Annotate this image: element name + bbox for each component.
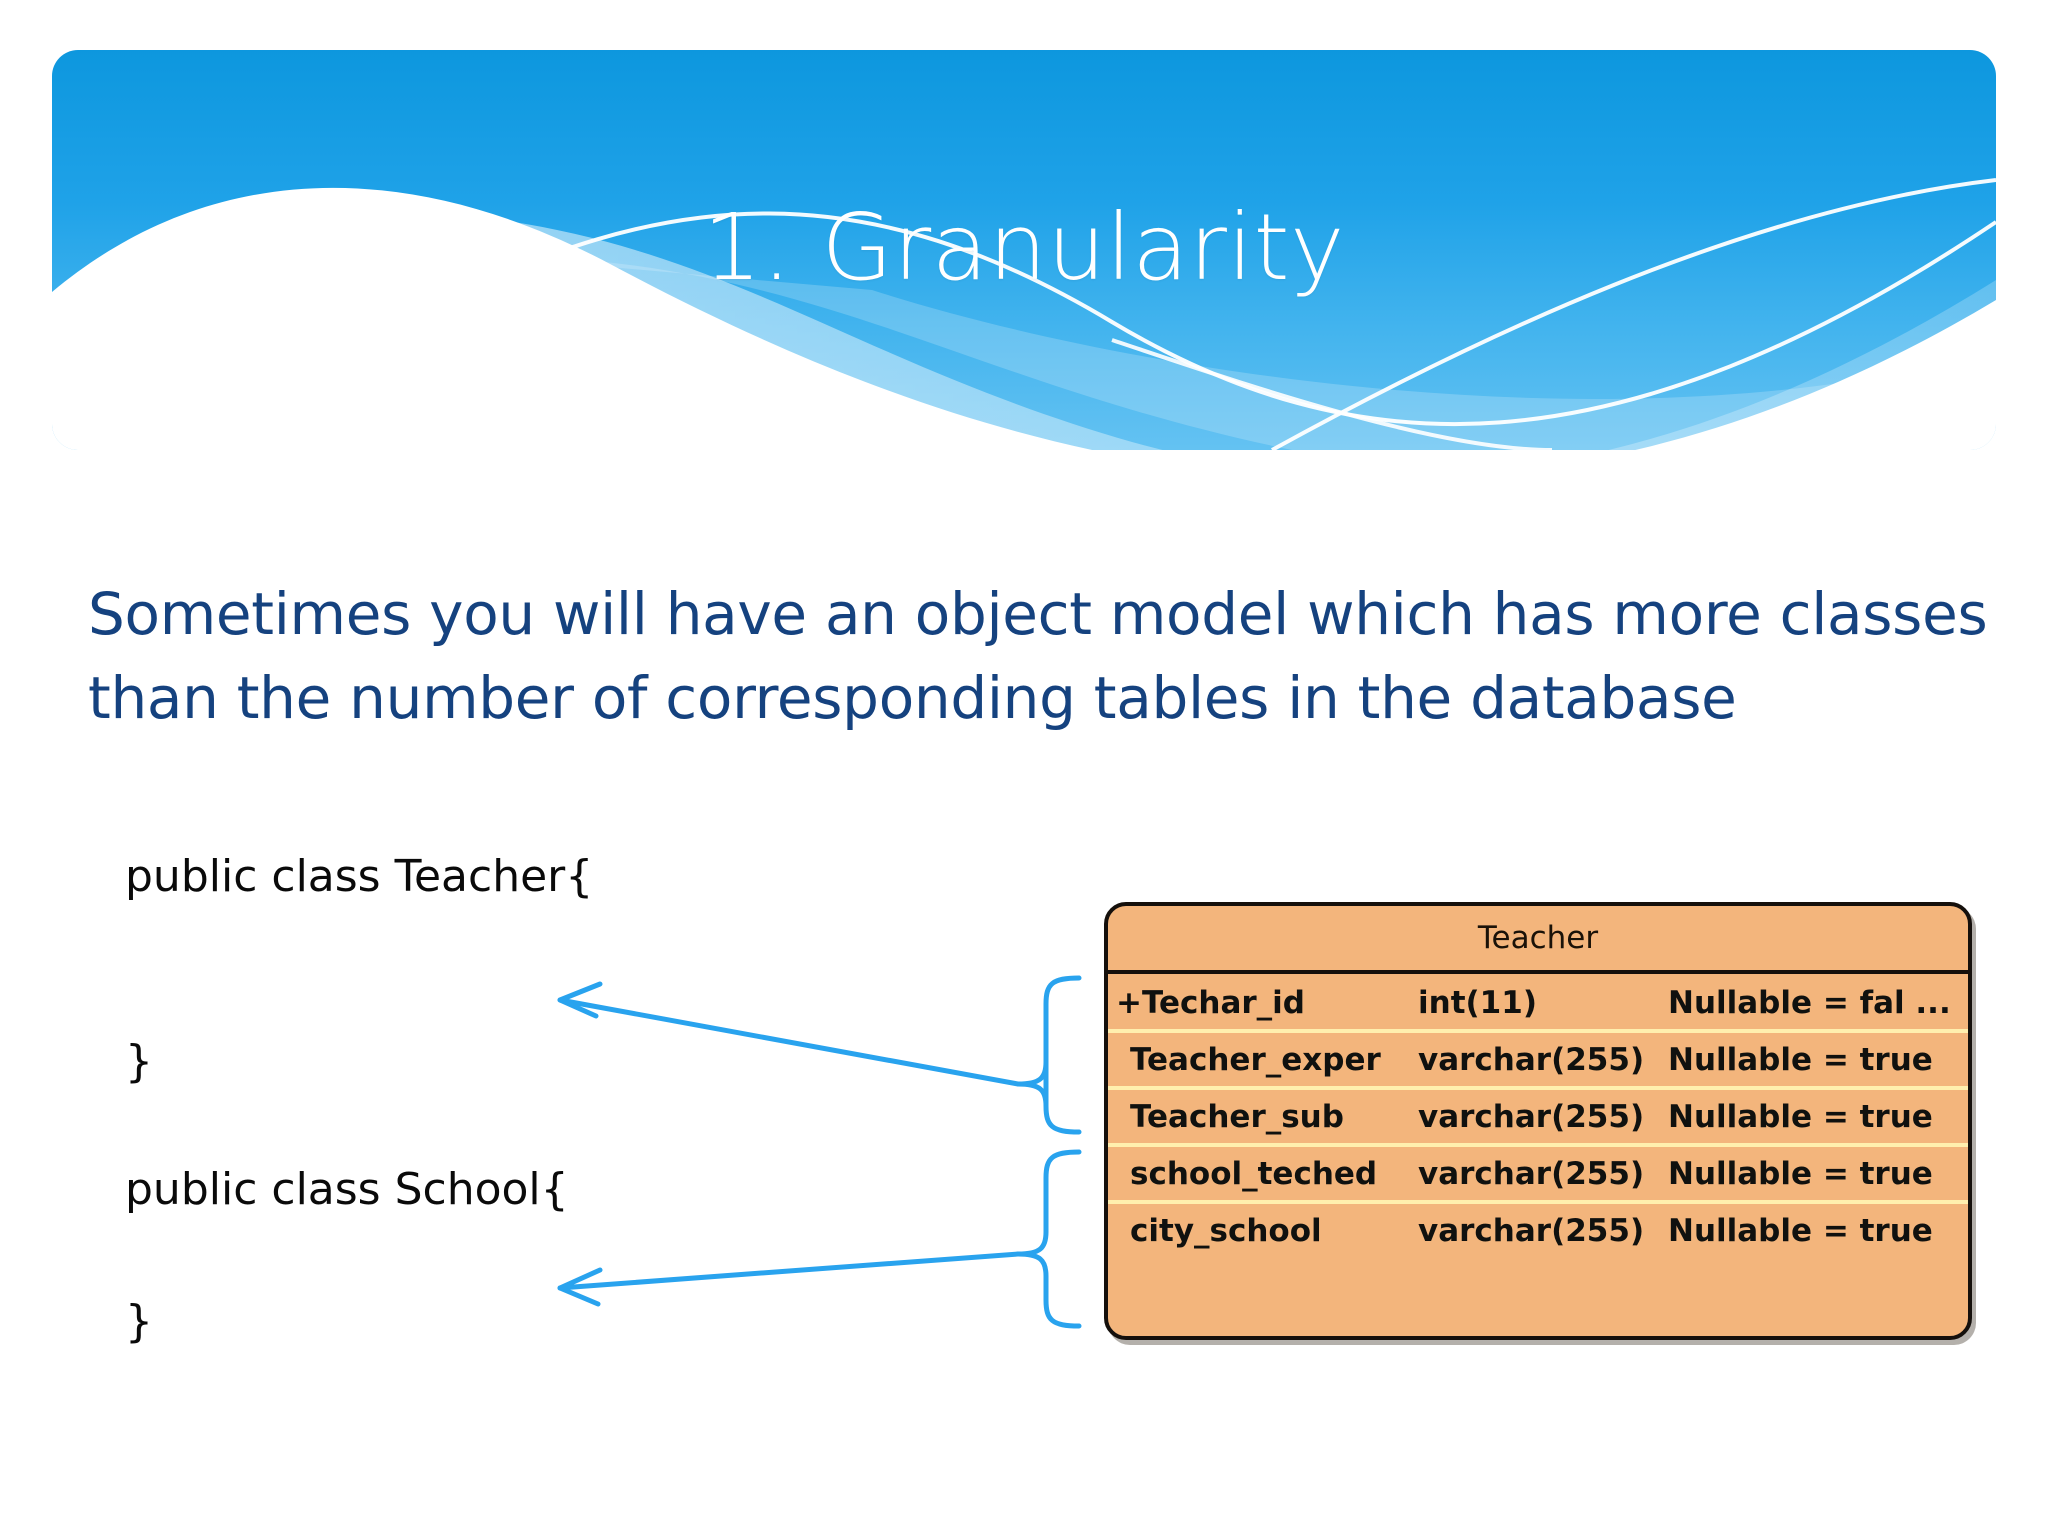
column-type: varchar(255): [1418, 1098, 1645, 1135]
column-name: Teacher_exper: [1130, 1041, 1381, 1078]
column-nullable: Nullable = true: [1668, 1212, 1933, 1249]
column-nullable: Nullable = true: [1668, 1041, 1933, 1078]
column-type: varchar(255): [1418, 1155, 1645, 1192]
column-type: int(11): [1418, 984, 1537, 1021]
code-teacher-class-close: }: [125, 1036, 153, 1087]
uml-table-box: Teacher +Techar_id int(11) Nullable = fa…: [1104, 902, 1972, 1340]
column-name: Teacher_sub: [1130, 1098, 1344, 1135]
column-nullable: Nullable = fal ...: [1668, 984, 1951, 1021]
column-name: city_school: [1130, 1212, 1322, 1249]
body-paragraph: Sometimes you will have an object model …: [88, 580, 1988, 732]
table-row: school_teched varchar(255) Nullable = tr…: [1108, 1147, 1968, 1204]
school-brace-arrow: [557, 1149, 1082, 1329]
column-type: varchar(255): [1418, 1041, 1645, 1078]
column-nullable: Nullable = true: [1668, 1155, 1933, 1192]
table-row: Teacher_exper varchar(255) Nullable = tr…: [1108, 1033, 1968, 1090]
column-name: school_teched: [1130, 1155, 1378, 1192]
column-nullable: Nullable = true: [1668, 1098, 1933, 1135]
slide-header-banner: 1. Granularity: [52, 50, 1996, 450]
column-type: varchar(255): [1418, 1212, 1645, 1249]
uml-table-title: Teacher: [1108, 906, 1968, 974]
table-row: city_school varchar(255) Nullable = true: [1108, 1204, 1968, 1257]
uml-table-rows: +Techar_id int(11) Nullable = fal ... Te…: [1108, 974, 1968, 1257]
table-row: Teacher_sub varchar(255) Nullable = true: [1108, 1090, 1968, 1147]
code-teacher-class-open: public class Teacher{: [125, 851, 594, 902]
page-title: 1. Granularity: [703, 194, 1345, 301]
code-school-class-close: }: [125, 1296, 153, 1347]
column-name: +Techar_id: [1116, 984, 1305, 1021]
table-row: +Techar_id int(11) Nullable = fal ...: [1108, 976, 1968, 1033]
code-school-class-open: public class School{: [125, 1164, 569, 1215]
teacher-brace-arrow: [557, 975, 1082, 1135]
header-wave-graphic: [52, 178, 1996, 450]
